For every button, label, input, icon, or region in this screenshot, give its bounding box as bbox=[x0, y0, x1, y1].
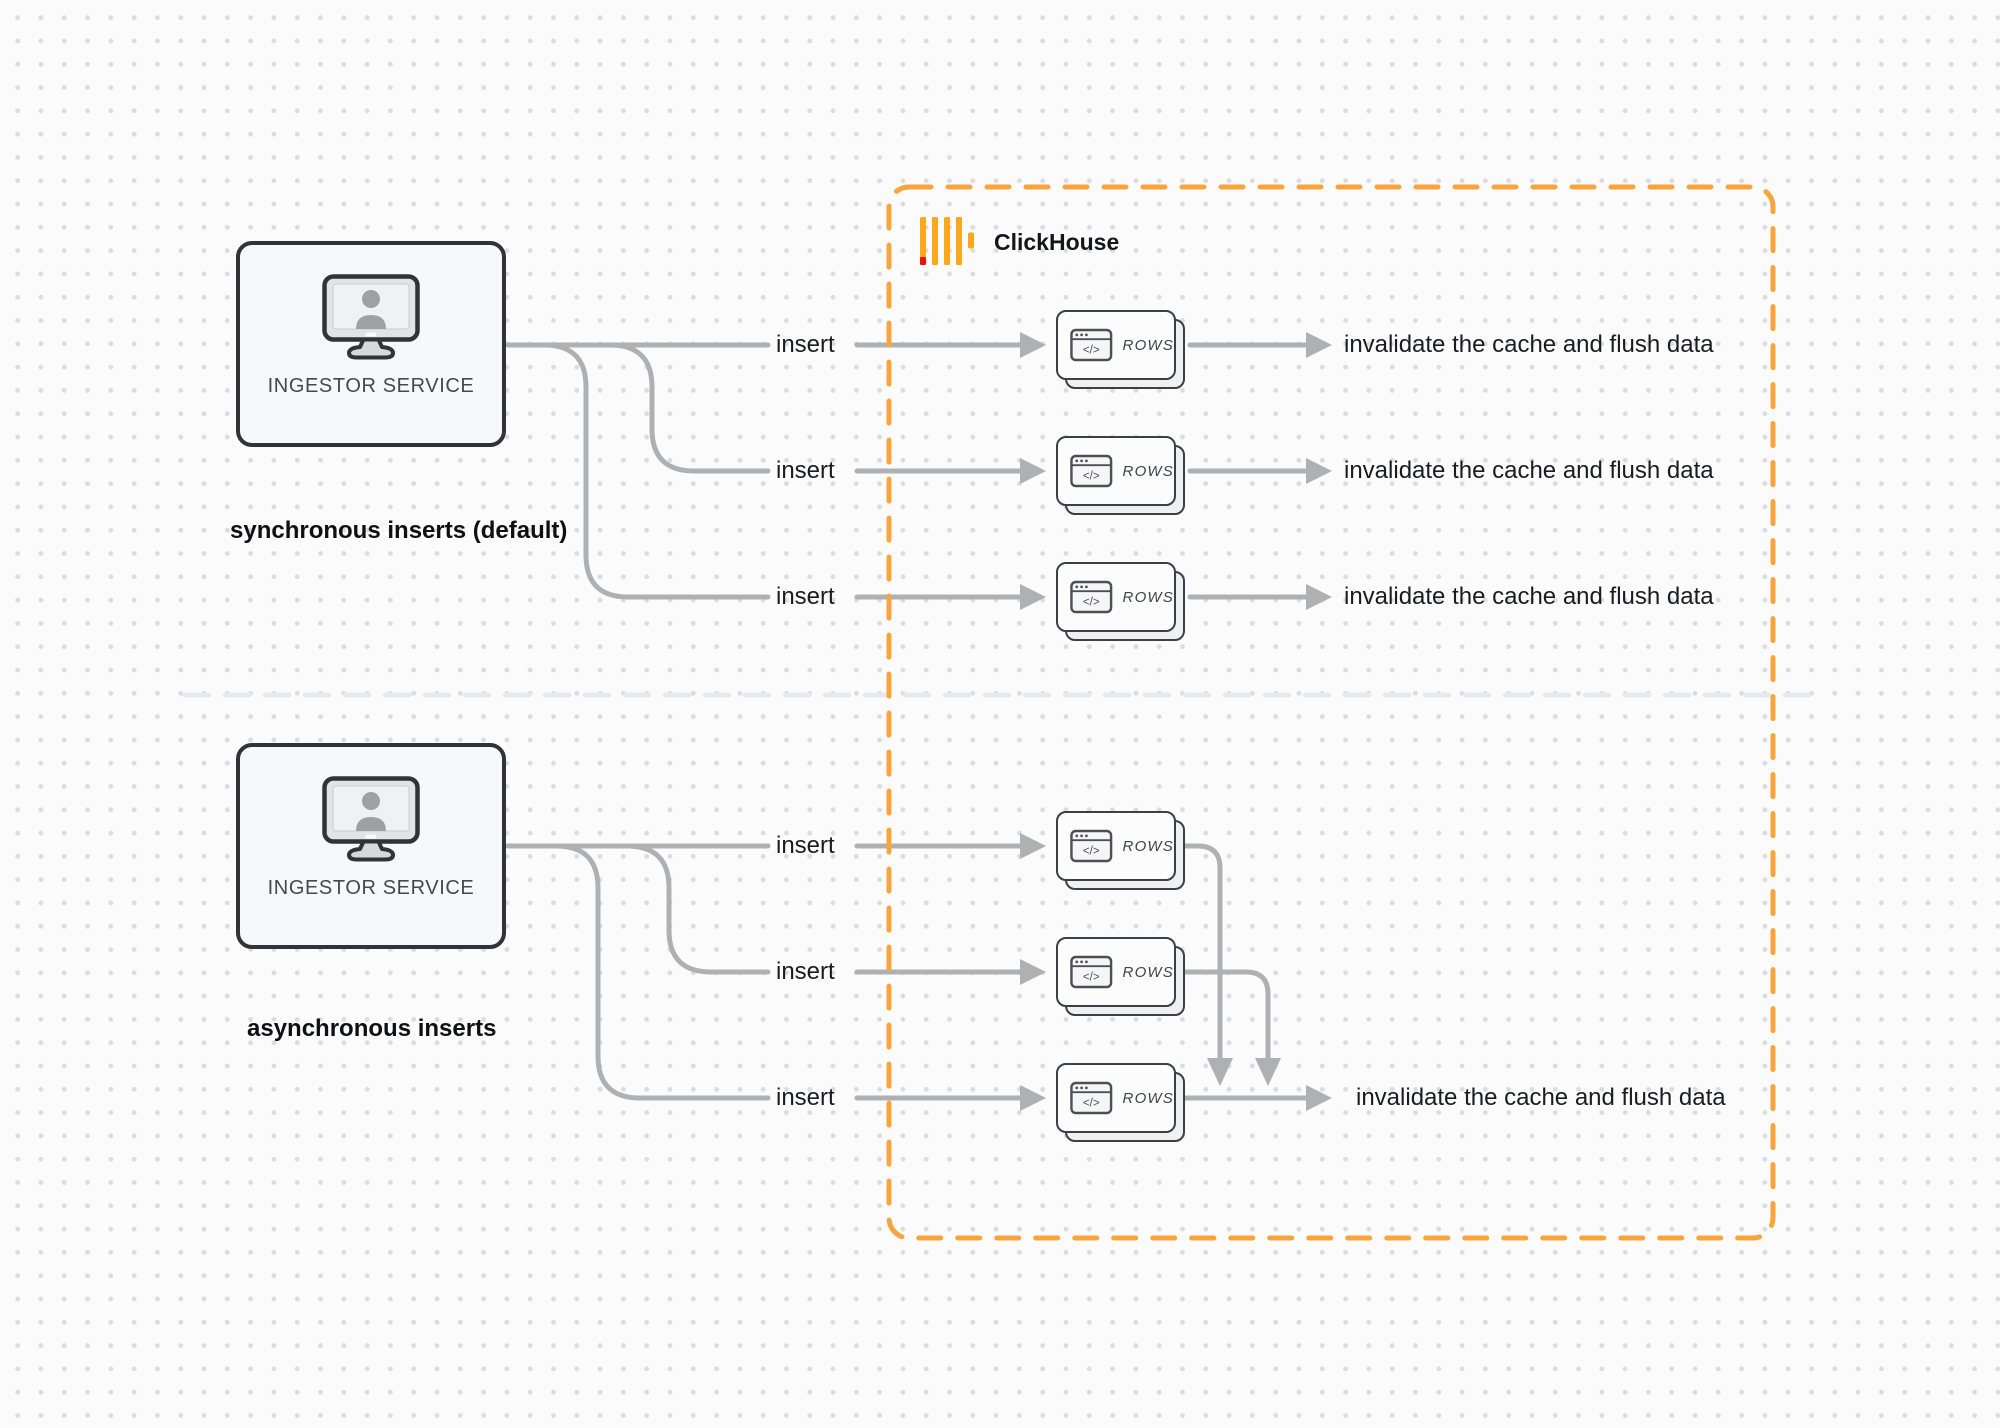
connector-paths bbox=[505, 342, 1309, 1101]
insert-label: insert bbox=[776, 331, 835, 358]
arrowheads bbox=[1020, 332, 1332, 1111]
insert-label: insert bbox=[776, 958, 835, 985]
browser-code-icon: </> bbox=[1070, 580, 1113, 614]
svg-text:</>: </> bbox=[1083, 1098, 1100, 1110]
clickhouse-label: ClickHouse bbox=[994, 229, 1120, 255]
svg-text:</>: </> bbox=[1083, 972, 1100, 984]
browser-code-icon: </> bbox=[1070, 328, 1113, 362]
rows-node-label: ROWS bbox=[1122, 588, 1174, 606]
ingestor-service-label: INGESTOR SERVICE bbox=[267, 877, 475, 899]
rows-node: </> ROWS bbox=[1056, 811, 1186, 891]
monitor-user-icon bbox=[322, 274, 420, 360]
rows-node: </> ROWS bbox=[1056, 937, 1186, 1017]
ingestor-service-box-sync: INGESTOR SERVICE bbox=[236, 241, 506, 447]
rows-node: </> ROWS bbox=[1056, 310, 1186, 390]
clickhouse-logo-icon bbox=[920, 217, 974, 265]
rows-node-label: ROWS bbox=[1122, 963, 1174, 981]
insert-label: insert bbox=[776, 832, 835, 859]
browser-code-icon: </> bbox=[1070, 829, 1113, 863]
async-section-caption: asynchronous inserts bbox=[247, 1015, 497, 1042]
rows-node: </> ROWS bbox=[1056, 1063, 1186, 1143]
result-label: invalidate the cache and flush data bbox=[1356, 1084, 1726, 1111]
svg-text:</>: </> bbox=[1083, 597, 1100, 609]
rows-node-label: ROWS bbox=[1122, 336, 1174, 354]
rows-node-label: ROWS bbox=[1122, 1089, 1174, 1107]
clickhouse-boundary bbox=[886, 184, 1776, 1241]
rows-node-label: ROWS bbox=[1122, 837, 1174, 855]
ingestor-service-label: INGESTOR SERVICE bbox=[267, 375, 475, 397]
monitor-user-icon bbox=[322, 776, 420, 862]
insert-label: insert bbox=[776, 583, 835, 610]
result-label: invalidate the cache and flush data bbox=[1344, 457, 1714, 484]
rows-node-card: </> ROWS bbox=[1056, 436, 1176, 506]
insert-label: insert bbox=[776, 457, 835, 484]
svg-text:</>: </> bbox=[1083, 471, 1100, 483]
result-label: invalidate the cache and flush data bbox=[1344, 583, 1714, 610]
rows-node: </> ROWS bbox=[1056, 436, 1186, 516]
rows-node-label: ROWS bbox=[1122, 462, 1174, 480]
rows-node-card: </> ROWS bbox=[1056, 310, 1176, 380]
browser-code-icon: </> bbox=[1070, 1081, 1113, 1115]
rows-node: </> ROWS bbox=[1056, 562, 1186, 642]
svg-text:</>: </> bbox=[1083, 345, 1100, 357]
browser-code-icon: </> bbox=[1070, 454, 1113, 488]
insert-label: insert bbox=[776, 1084, 835, 1111]
rows-node-card: </> ROWS bbox=[1056, 1063, 1176, 1133]
rows-node-card: </> ROWS bbox=[1056, 937, 1176, 1007]
result-label: invalidate the cache and flush data bbox=[1344, 331, 1714, 358]
ingestor-service-box-async: INGESTOR SERVICE bbox=[236, 743, 506, 949]
sync-section-caption: synchronous inserts (default) bbox=[230, 517, 568, 544]
svg-text:</>: </> bbox=[1083, 846, 1100, 858]
rows-node-card: </> ROWS bbox=[1056, 811, 1176, 881]
rows-node-card: </> ROWS bbox=[1056, 562, 1176, 632]
browser-code-icon: </> bbox=[1070, 955, 1113, 989]
